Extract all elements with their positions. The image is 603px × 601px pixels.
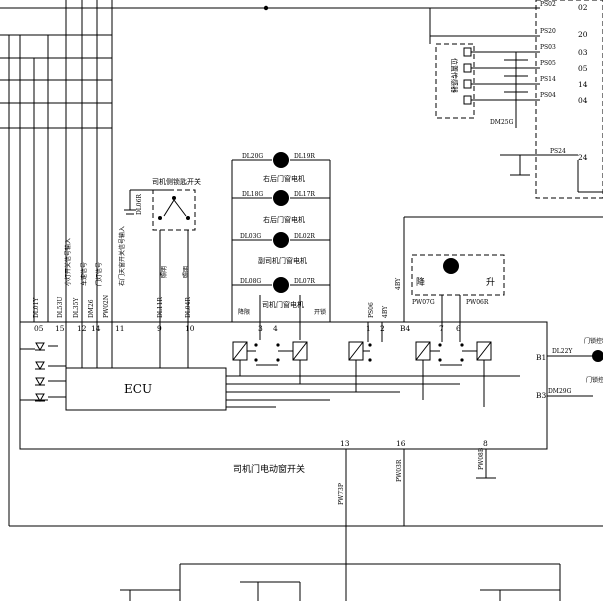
- svg-text:位置传感器: 位置传感器: [450, 58, 459, 93]
- svg-text:M: M: [276, 282, 285, 292]
- svg-text:PS02: PS02: [540, 1, 556, 8]
- svg-text:右门天窗开关信号输入: 右门天窗开关信号输入: [118, 226, 126, 286]
- svg-text:4BY: 4BY: [395, 277, 402, 290]
- svg-text:PW08B: PW08B: [478, 447, 485, 470]
- svg-text:8: 8: [483, 439, 488, 448]
- svg-text:DL35Y: DL35Y: [73, 297, 80, 318]
- ecu-block: [65, 367, 227, 411]
- svg-text:右后门窗电机: 右后门窗电机: [263, 174, 305, 183]
- left-pins: 05 15 12 14 11 9 10: [34, 324, 195, 333]
- pin-05: 05: [34, 324, 44, 333]
- svg-text:03: 03: [578, 48, 588, 57]
- svg-text:门锁控制: 门锁控制: [584, 337, 603, 345]
- svg-text:14: 14: [578, 80, 588, 89]
- svg-text:4: 4: [273, 324, 278, 333]
- indicator-diodes: [35, 342, 66, 403]
- svg-text:PS06: PS06: [368, 302, 375, 318]
- svg-text:DL03G: DL03G: [240, 233, 261, 240]
- svg-text:PS03: PS03: [540, 44, 556, 51]
- svg-text:PW02N: PW02N: [103, 295, 110, 318]
- svg-text:16: 16: [396, 439, 406, 448]
- svg-text:05: 05: [578, 64, 588, 73]
- svg-text:DL02R: DL02R: [294, 233, 315, 240]
- relay-groups: [232, 322, 492, 407]
- svg-text:右后门窗电机: 右后门窗电机: [263, 215, 305, 224]
- svg-text:司机门窗电机: 司机门窗电机: [262, 300, 304, 309]
- switch-module-box: [19, 321, 548, 450]
- svg-text:PW07G: PW07G: [412, 299, 435, 306]
- svg-text:B3: B3: [536, 391, 547, 400]
- svg-text:M: M: [276, 237, 285, 247]
- window-motors: M M M M DL20G DL19R 右后门窗电机 DL18G DL17R 右…: [231, 152, 331, 340]
- svg-text:M: M: [446, 263, 455, 273]
- svg-text:04: 04: [578, 96, 588, 105]
- svg-text:DL19R: DL19R: [294, 153, 315, 160]
- svg-text:开锁: 开锁: [314, 308, 326, 316]
- right-pins: 3 4 1 2 B4 7 6: [258, 324, 461, 333]
- svg-text:DM25G: DM25G: [490, 119, 514, 126]
- left-bus-lines: [0, 0, 603, 527]
- svg-text:PS04: PS04: [540, 92, 556, 99]
- ecu-label: ECU: [124, 382, 152, 396]
- pin-11: 11: [115, 324, 125, 333]
- svg-text:降限: 降限: [238, 308, 250, 316]
- svg-text:02: 02: [578, 3, 588, 12]
- svg-text:PW06R: PW06R: [466, 299, 489, 306]
- driver-key-switch: 司机侧锁匙开关: [124, 177, 201, 231]
- svg-text:降: 降: [416, 276, 425, 288]
- bottom-wiring: [120, 563, 561, 601]
- svg-text:DL18G: DL18G: [242, 191, 263, 198]
- module-title: 司机门电动窗开关: [233, 463, 305, 475]
- pin-10: 10: [185, 324, 195, 333]
- svg-text:PW73P: PW73P: [338, 483, 345, 505]
- left-wire-labels: DL01Y DL53U DL35Y DM26 PW02N DL11R DL04R…: [33, 194, 192, 318]
- svg-text:DM26: DM26: [88, 299, 95, 318]
- svg-text:3: 3: [258, 324, 263, 333]
- bottom-pins: 13 16 8 PW73P PW03R PW08B: [338, 439, 496, 601]
- svg-text:PS20: PS20: [540, 28, 556, 35]
- svg-text:副司机门窗电机: 副司机门窗电机: [258, 256, 307, 265]
- svg-text:车速信号: 车速信号: [80, 262, 88, 286]
- svg-text:司机侧锁匙开关: 司机侧锁匙开关: [152, 177, 201, 186]
- svg-text:PW03R: PW03R: [396, 459, 403, 482]
- svg-text:4BY: 4BY: [382, 305, 389, 318]
- internal-wires: [20, 230, 520, 408]
- svg-text:B1: B1: [536, 353, 546, 362]
- svg-text:DL17R: DL17R: [294, 191, 315, 198]
- svg-text:DL01Y: DL01Y: [33, 297, 40, 318]
- svg-text:20: 20: [578, 30, 588, 39]
- svg-text:DL08G: DL08G: [240, 278, 261, 285]
- svg-text:M: M: [276, 157, 285, 167]
- svg-text:DL07R: DL07R: [294, 278, 315, 285]
- svg-text:门锁控制: 门锁控制: [586, 376, 603, 384]
- svg-text:DM29G: DM29G: [548, 388, 572, 395]
- svg-text:24: 24: [578, 153, 588, 162]
- position-sensor: 位置传感器 DM25G PS02 PS20 PS03 PS05 PS14 PS0…: [429, 0, 603, 199]
- svg-text:升: 升: [486, 277, 495, 288]
- pin-15: 15: [55, 324, 65, 333]
- svg-text:DL20G: DL20G: [242, 153, 263, 160]
- svg-text:B4: B4: [400, 324, 411, 333]
- svg-text:DL22Y: DL22Y: [552, 348, 573, 355]
- svg-text:照明: 照明: [161, 266, 168, 278]
- svg-text:PS14: PS14: [540, 76, 556, 83]
- svg-text:照明: 照明: [183, 266, 190, 278]
- lift-motor: M 降 升 PW07G PW06R PS06 4BY 4BY: [368, 216, 603, 322]
- svg-text:13: 13: [340, 439, 350, 448]
- svg-text:小灯开关信号输入: 小灯开关信号输入: [64, 238, 72, 286]
- svg-text:6: 6: [456, 324, 461, 333]
- svg-text:M: M: [276, 195, 285, 205]
- right-b-pins: B1 B3 DL22Y DM29G 门锁控制 门锁控制: [536, 337, 603, 400]
- svg-text:PS24: PS24: [550, 148, 566, 155]
- svg-text:PS05: PS05: [540, 60, 556, 67]
- svg-text:门灯信号: 门灯信号: [95, 262, 103, 286]
- svg-text:DL06R: DL06R: [136, 194, 143, 215]
- pin-14: 14: [91, 324, 101, 333]
- svg-text:DL53U: DL53U: [57, 297, 64, 319]
